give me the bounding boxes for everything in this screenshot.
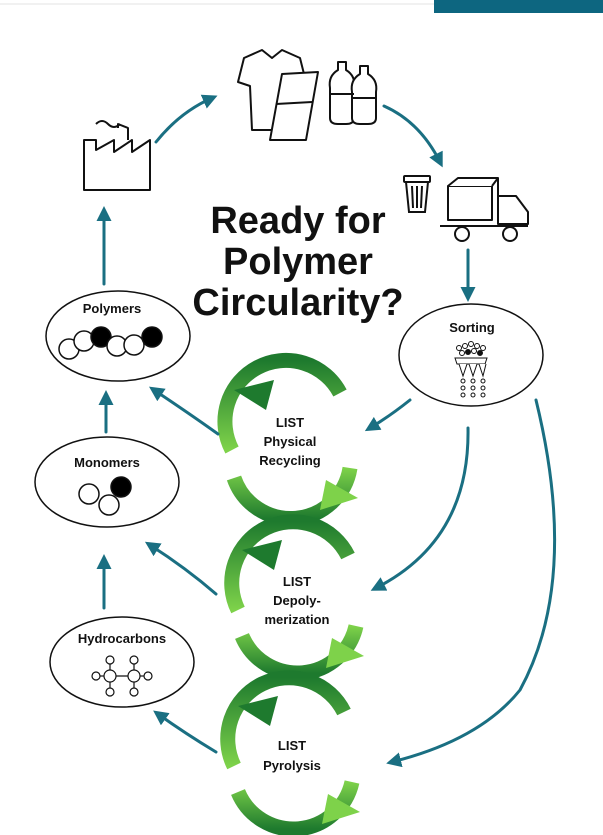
arrow-depoly-to-monomers <box>144 541 218 596</box>
flow-arrows <box>96 94 557 768</box>
molecule-icon <box>78 476 132 516</box>
depoly-label-2: Depoly- <box>273 593 321 608</box>
depolymerization-cycle: LIST Depoly- merization <box>224 514 364 681</box>
factory-icon <box>83 120 151 191</box>
hydrocarbons-label: Hydrocarbons <box>78 631 166 646</box>
sorting-machine-icon <box>454 341 488 398</box>
title-line-1: Ready for <box>210 200 385 242</box>
diagram-title: Ready for Polymer Circularity? <box>192 200 403 324</box>
depoly-label-1: LIST <box>283 574 311 589</box>
arrow-sorting-to-physical <box>364 398 412 432</box>
arrow-products-to-truck <box>382 104 443 168</box>
arrow-sorting-to-pyrolysis <box>386 398 557 768</box>
molecule-icon <box>58 326 163 360</box>
sorting-label: Sorting <box>449 320 495 335</box>
hydrocarbons-node: Hydrocarbons <box>49 616 195 708</box>
physical-recycling-cycle: LIST Physical Recycling <box>217 352 358 526</box>
physical-label-2: Physical <box>264 434 317 449</box>
title-line-2: Polymer <box>223 241 373 283</box>
clothing-and-bottles-icon <box>237 49 378 141</box>
polymers-node: Polymers <box>45 290 191 382</box>
depoly-label-3: merization <box>264 612 329 627</box>
sorting-node: Sorting <box>398 303 544 407</box>
trash-bin-icon <box>403 175 431 213</box>
arrow-physical-to-polymers <box>149 386 220 436</box>
top-accent-bar <box>434 0 603 13</box>
monomers-node: Monomers <box>34 436 180 528</box>
pyrolysis-cycle: LIST Pyrolysis <box>220 670 360 835</box>
physical-label-1: LIST <box>276 415 304 430</box>
arrow-sorting-to-depoly <box>370 426 470 591</box>
pyrolysis-label-2: Pyrolysis <box>263 758 321 773</box>
polymers-label: Polymers <box>83 301 142 316</box>
monomers-label: Monomers <box>74 455 140 470</box>
truck-icon <box>440 177 529 242</box>
pyrolysis-label-1: LIST <box>278 738 306 753</box>
title-line-3: Circularity? <box>192 282 403 324</box>
arrow-factory-to-products <box>154 94 218 144</box>
physical-label-3: Recycling <box>259 453 320 468</box>
molecule-icon <box>91 655 153 697</box>
arrow-pyrolysis-to-hydrocarbons <box>153 710 218 754</box>
